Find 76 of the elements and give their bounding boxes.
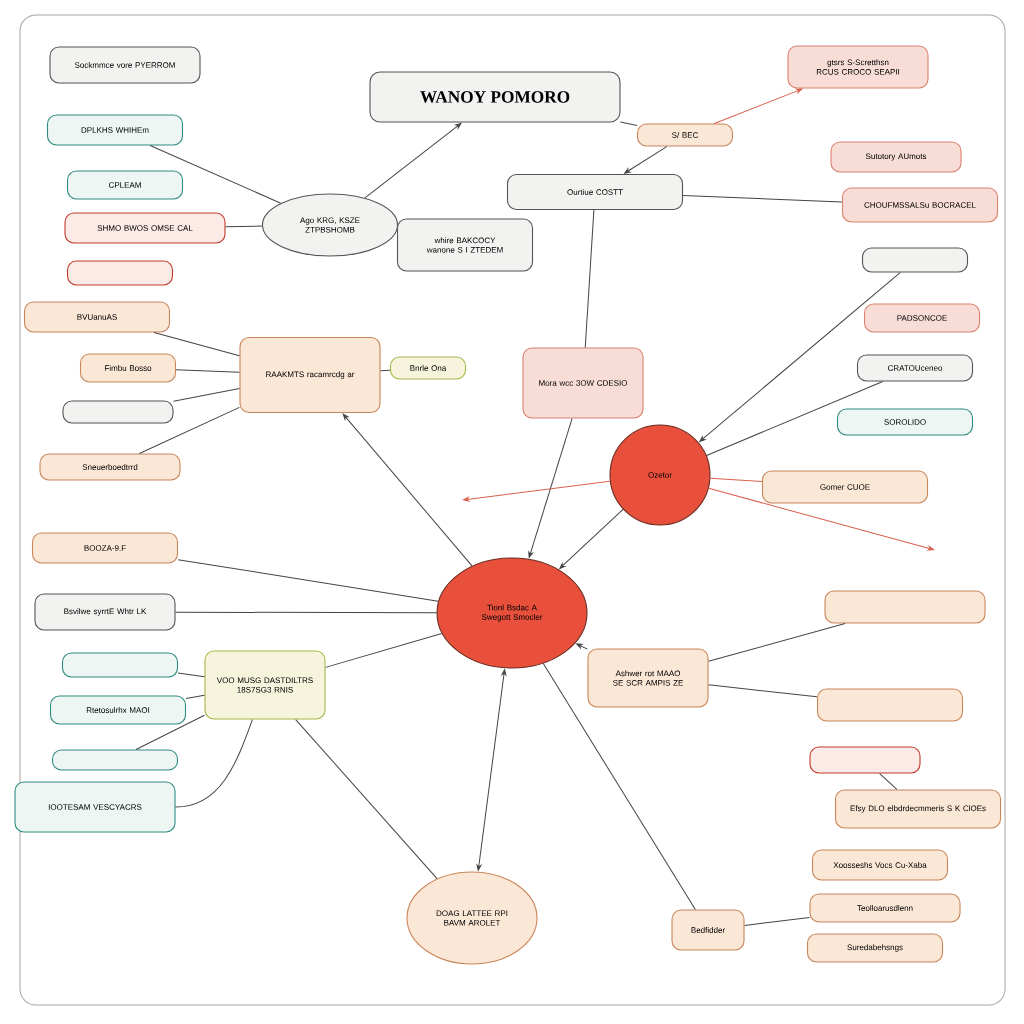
arrow <box>713 88 803 124</box>
topic-box: Sneuerboedtrrd <box>39 453 181 481</box>
topic-box: whire BAKCOCY wanone S I ZTEDEM <box>396 218 534 272</box>
connector-line <box>542 663 696 910</box>
connector-line <box>177 672 205 678</box>
arrow <box>708 487 935 551</box>
connector-line <box>709 477 763 483</box>
topic-box: PADSONCOE <box>863 303 981 333</box>
topic-box: Gomer CUOE <box>761 470 929 504</box>
empty-box <box>66 260 174 286</box>
arrow <box>559 509 624 569</box>
topic-box: BVUanuAS <box>23 301 171 333</box>
arrow <box>576 643 588 650</box>
connector-line <box>175 369 240 373</box>
arrow <box>342 413 473 567</box>
empty-box <box>816 688 964 722</box>
topic-box: Bnrle Ona <box>389 356 467 380</box>
connector-line <box>325 633 443 668</box>
connector-line <box>682 195 843 203</box>
topic-box: CHOUFMSSALSu BOCRACEL <box>841 187 999 223</box>
connector-line <box>584 209 595 348</box>
topic-box: Mora wcc 3OW CDESIO <box>522 347 644 419</box>
empty-box <box>809 746 921 774</box>
arrow <box>528 418 573 558</box>
empty-box <box>51 749 179 771</box>
empty-box <box>824 590 986 624</box>
topic-box: S/ BEC <box>636 123 734 147</box>
topic-box: Fimbu Bosso <box>79 353 177 383</box>
topic-box: Bedfidder <box>671 909 745 951</box>
topic-box: Ourtiue COSTT <box>506 173 684 211</box>
connector-line <box>708 623 846 662</box>
topic-box: Xoosseshs Vocs Cu-Xaba <box>811 849 949 881</box>
topic-box: RAAKMTS racamrcdg ar <box>239 336 381 414</box>
connector-line <box>706 381 884 456</box>
connector-line <box>177 559 439 602</box>
arrow <box>699 272 901 442</box>
connector-line <box>620 121 638 126</box>
empty-box <box>861 247 969 273</box>
topic-box: SHMO BWOS OMSE CAL <box>64 212 226 244</box>
arrow <box>364 122 462 199</box>
arrow <box>624 146 668 174</box>
topic-box: SOROLIDO <box>836 408 974 436</box>
topic-box: Efsy DLO elbdrdecmmeris S K ClOEs <box>834 789 1002 829</box>
topic-box: Sockmmce vore PYERROM <box>49 46 201 84</box>
topic-box: Rtetosulrhx MAOI <box>49 695 187 725</box>
connector-line <box>185 694 205 699</box>
connector-line <box>879 773 898 790</box>
topic-box: CPLEAM <box>66 170 184 200</box>
connector-line <box>380 369 391 372</box>
connector-line <box>295 719 438 880</box>
topic-box: Bsvilwe syrrtE Whtr LK <box>34 593 176 631</box>
topic-box: IOOTESAM VESCYACRS <box>14 781 176 833</box>
empty-box <box>61 652 179 678</box>
topic-box: BOOZA-9.F <box>31 532 179 564</box>
arrow <box>476 669 507 871</box>
topic-box: Sutotory AUmots <box>830 141 962 173</box>
topic-box: DPLKHS WHIHEm <box>46 114 184 146</box>
topic-box: Suredabehsngs <box>806 933 944 963</box>
empty-box <box>62 400 174 424</box>
topic-box: CRATOUceneo <box>856 354 974 382</box>
arrow <box>462 480 611 502</box>
connector-line <box>138 406 240 454</box>
topic-box: gtsrs S-Scretthsn RCUS CROCO SEAPII <box>787 45 929 89</box>
topic-box: Ashwer rot MAAO SE SCR AMPIS ZE <box>587 648 709 708</box>
connector-line <box>135 714 205 750</box>
connector-line <box>153 332 240 357</box>
connector-line <box>149 145 282 204</box>
connector-line <box>173 388 240 402</box>
connector-line <box>225 225 263 228</box>
connector-line <box>175 611 437 614</box>
topic-box: VOO MUSG DASTDILTRS 18S7SG3 RNIS <box>204 650 326 720</box>
connector-line <box>175 719 253 808</box>
title-box: WANOY POMORO <box>369 71 621 123</box>
connector-line <box>708 684 818 698</box>
connector-line <box>744 916 810 926</box>
topic-box: Teolloarusdlenn <box>809 893 961 923</box>
